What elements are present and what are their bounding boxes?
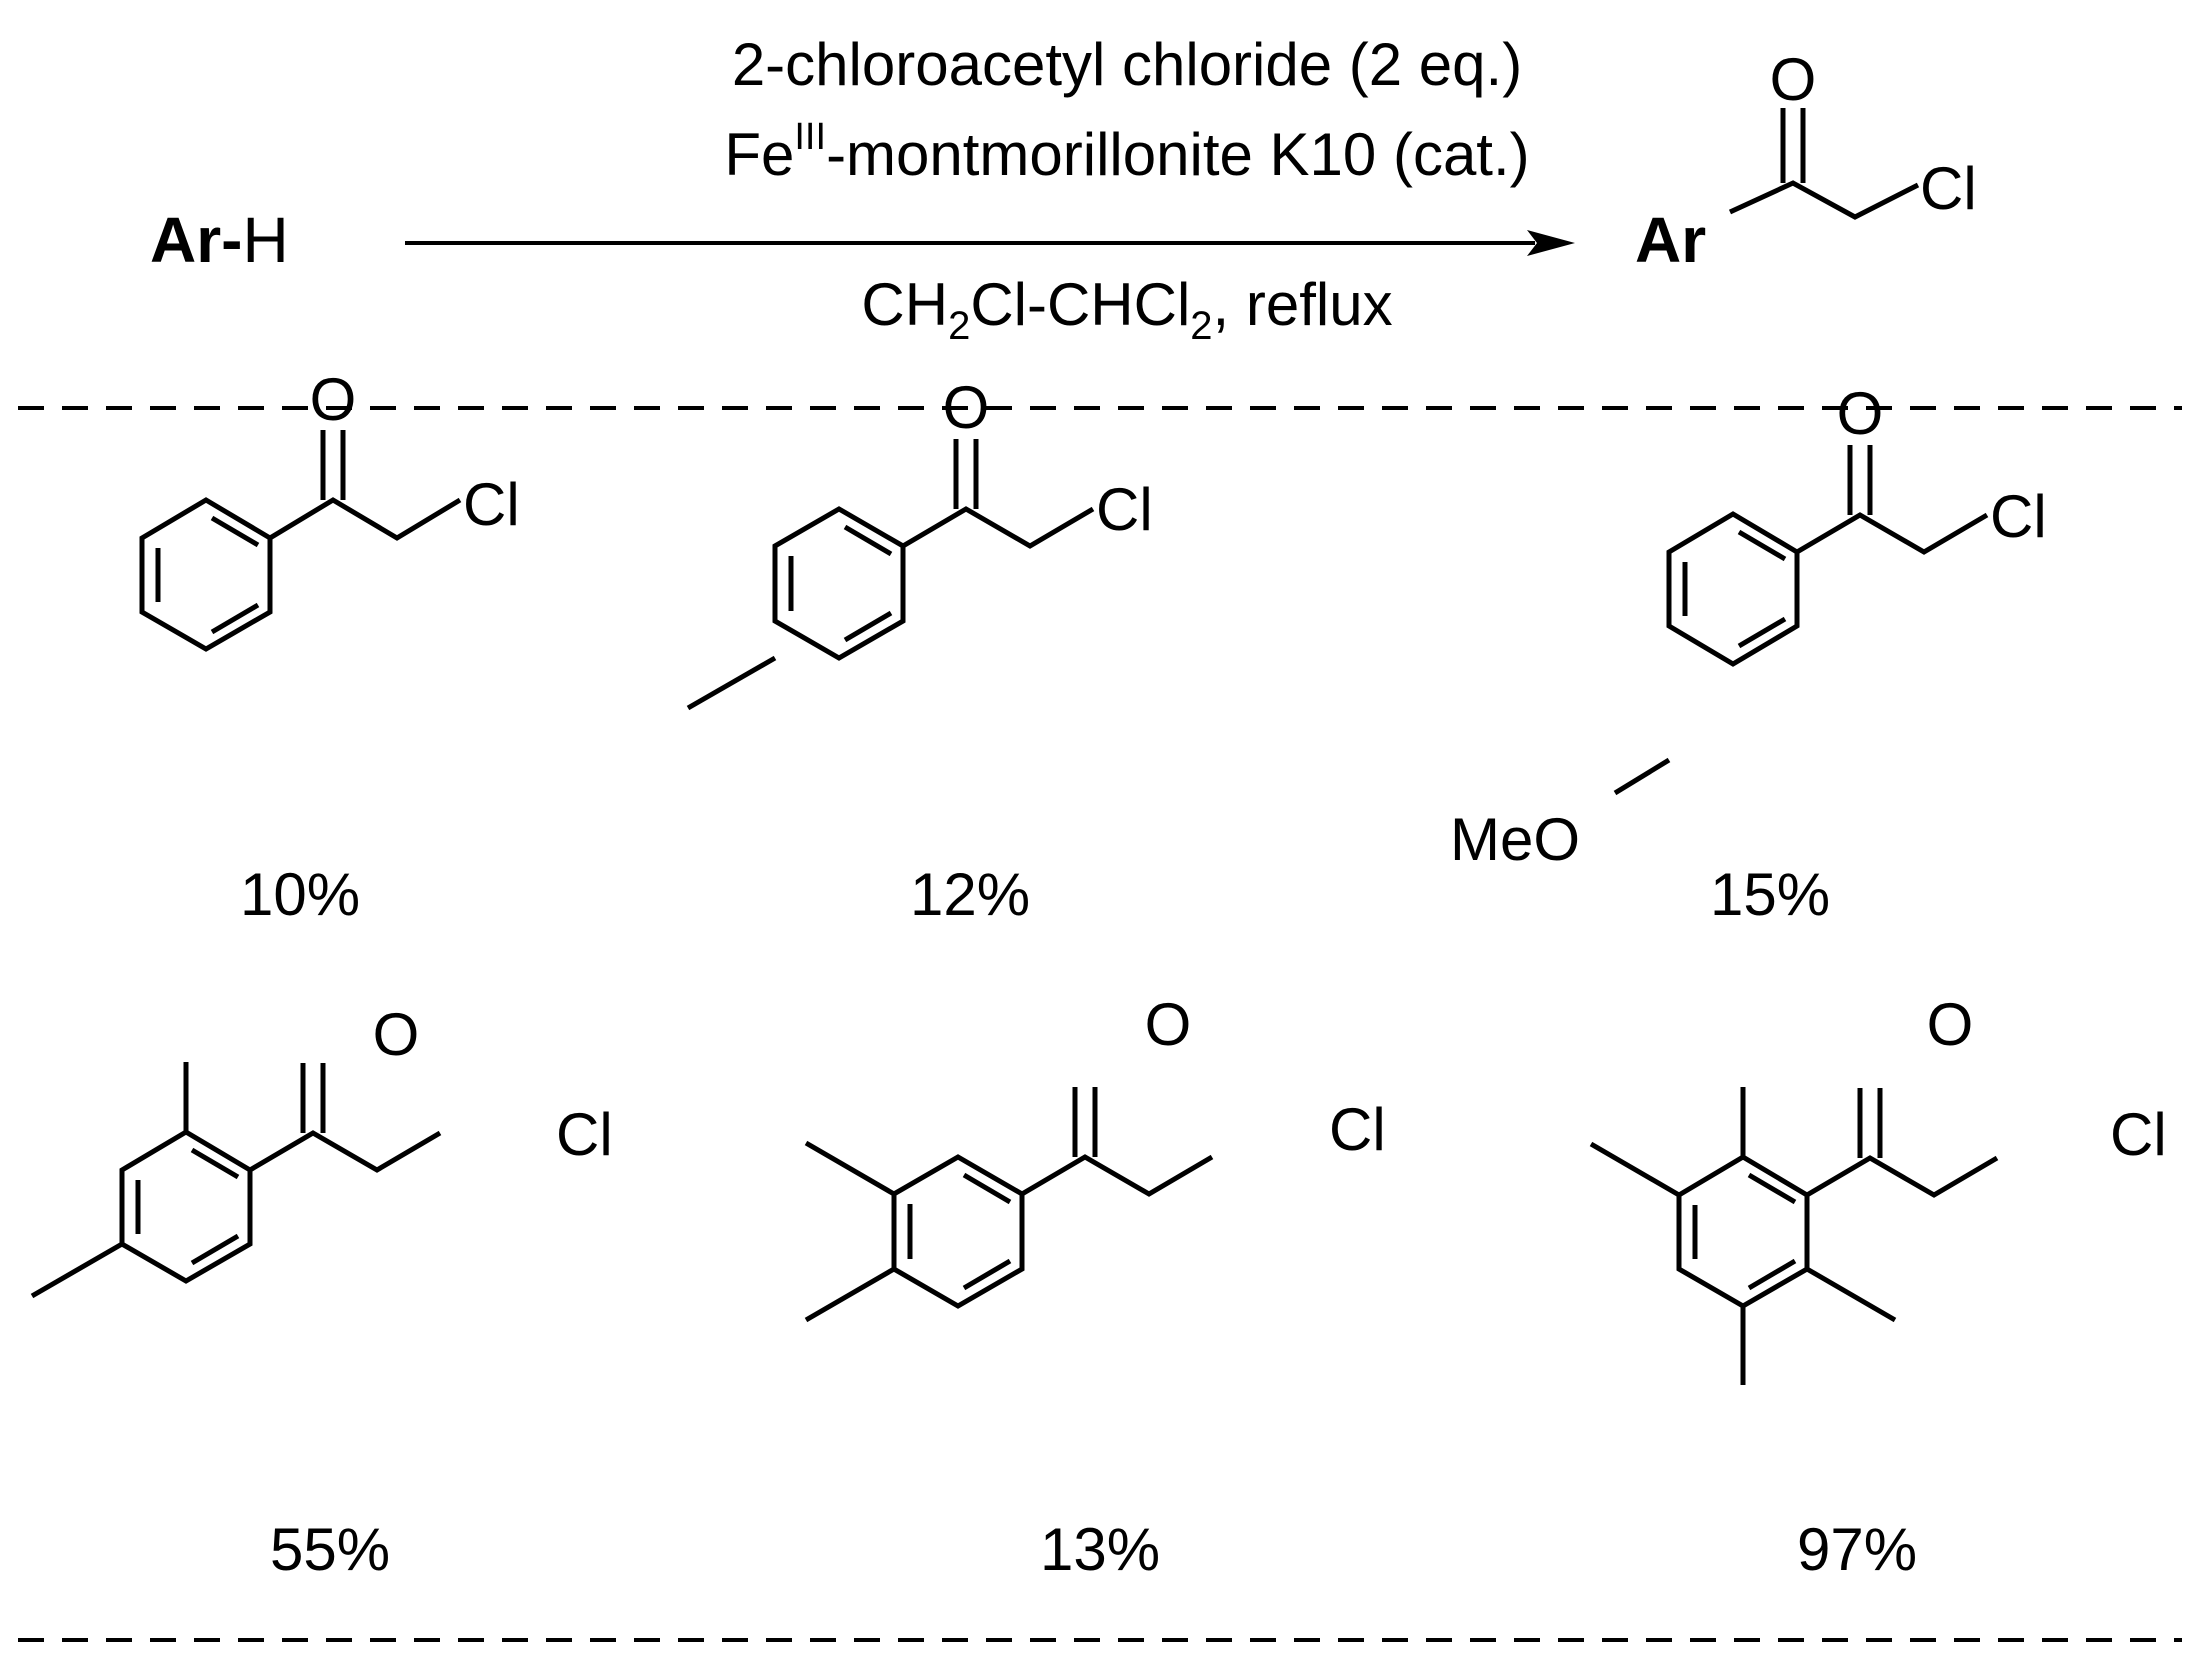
compound-6-chlorine: Cl (2110, 1101, 2167, 1168)
compound-6: O Cl 97% (1589, 991, 2167, 1583)
reagent-line-2: FeIII-montmorillonite K10 (cat.) (724, 116, 1529, 188)
compound-3-oxygen: O (1837, 380, 1884, 447)
compound-5-chlorine: Cl (1329, 1096, 1386, 1163)
compound-3: O Cl MeO 15% (1450, 380, 2047, 928)
compound-1: O Cl 10% (139, 366, 520, 928)
product-ar-label: Ar (1635, 204, 1706, 276)
compound-3-chlorine: Cl (1990, 483, 2047, 550)
reagent-line-1: 2-chloroacetyl chloride (2 eq.) (732, 31, 1522, 98)
compound-2-yield: 12% (910, 861, 1030, 928)
solvent-label: CH2Cl-CHCl2, reflux (861, 271, 1392, 348)
compound-3-yield: 15% (1710, 861, 1830, 928)
compound-1-oxygen: O (310, 366, 357, 433)
compound-2-chlorine: Cl (1096, 476, 1153, 543)
compound-4: O Cl 55% (30, 1001, 613, 1583)
product-chlorine-label: Cl (1920, 155, 1977, 222)
compound-6-oxygen: O (1927, 991, 1974, 1058)
compound-1-chlorine: Cl (463, 471, 520, 538)
compound-2: O Cl 12% (686, 374, 1153, 928)
compound-1-yield: 10% (240, 861, 360, 928)
reaction-arrow-head (1527, 230, 1575, 256)
product-structure: Ar O Cl (1635, 46, 1977, 276)
reactant-label: Ar-H (150, 204, 289, 276)
compound-6-yield: 97% (1797, 1516, 1917, 1583)
compound-4-chlorine: Cl (556, 1101, 613, 1168)
compound-3-methoxy: MeO (1450, 806, 1580, 873)
compound-5: O Cl 13% (804, 991, 1386, 1583)
compound-5-oxygen: O (1145, 991, 1192, 1058)
compound-4-yield: 55% (270, 1516, 390, 1583)
compound-4-oxygen: O (373, 1001, 420, 1068)
product-oxygen-label: O (1770, 46, 1817, 113)
compound-2-oxygen: O (943, 374, 990, 441)
compound-5-yield: 13% (1040, 1516, 1160, 1583)
general-reaction: Ar-H 2-chloroacetyl chloride (2 eq.) FeI… (150, 31, 1977, 348)
